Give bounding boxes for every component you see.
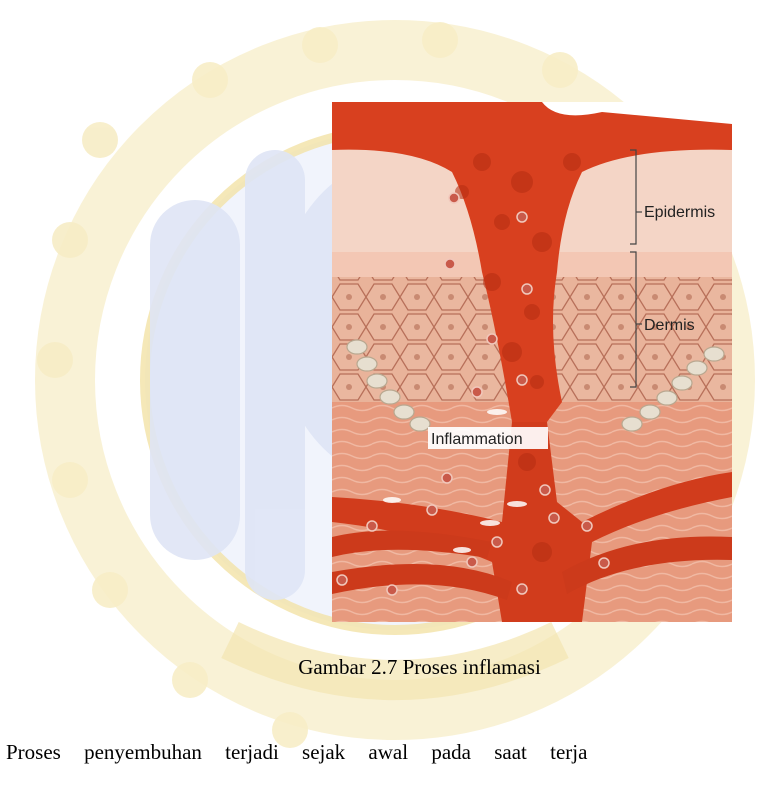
inflammation-figure: Inflammation Epidermis Dermis [332,102,777,622]
inflammation-label: Inflammation [431,431,523,448]
dermis-label: Dermis [644,317,695,334]
figure-caption: Gambar 2.7 Proses inflamasi [0,655,779,680]
body-paragraph: Proses penyembuhan terjadi sejak awal pa… [6,740,779,765]
epidermis-label: Epidermis [644,204,715,221]
